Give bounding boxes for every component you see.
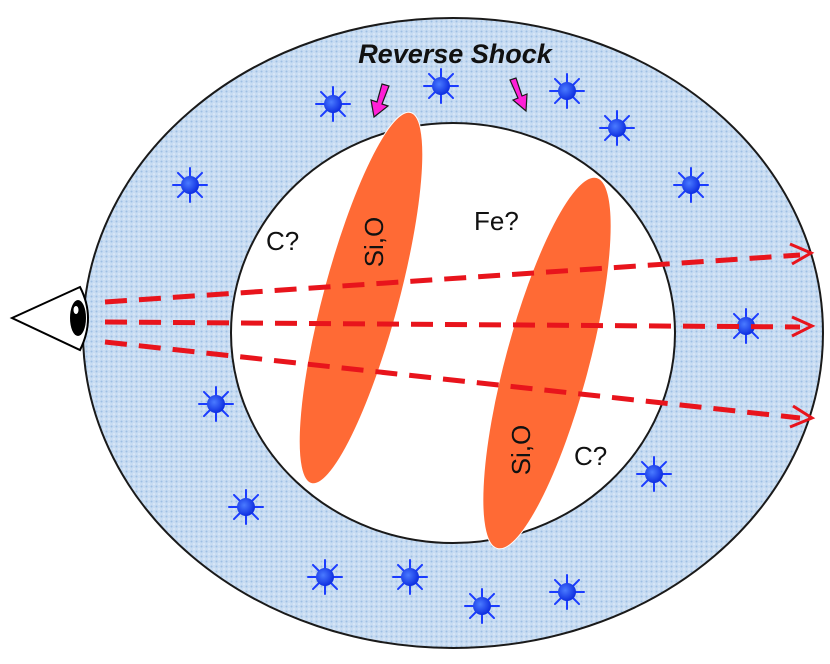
sightlines [104, 252, 801, 421]
star-icon [636, 456, 672, 492]
fe-label: Fe? [474, 206, 519, 236]
star-icon [599, 110, 635, 146]
star-icon [549, 73, 585, 109]
star-icon [172, 167, 208, 203]
sightline-lower [104, 339, 801, 421]
eye-icon [9, 285, 89, 352]
arrowhead-lower [789, 404, 816, 429]
star-icon [198, 386, 234, 422]
star-icon [728, 308, 764, 344]
sightline-arrowheads [789, 242, 816, 429]
c-label-right: C? [574, 441, 607, 471]
star-group [172, 68, 764, 624]
star-icon [307, 559, 343, 595]
c-label-left: C? [266, 226, 299, 256]
sightline-upper [104, 252, 801, 305]
arrow-left-icon [370, 83, 390, 119]
star-icon [315, 86, 351, 122]
reverse-shock-arrows [370, 77, 528, 119]
star-icon [228, 489, 264, 525]
arrowhead-upper [789, 242, 815, 266]
si-o-label-right: Si,O [506, 425, 536, 476]
star-icon [673, 167, 709, 203]
star-icon [423, 68, 459, 104]
arrow-right-icon [509, 77, 528, 113]
star-icon [392, 559, 428, 595]
star-icon [464, 588, 500, 624]
arrowhead-middle [791, 315, 816, 338]
si-o-label-left: Si,O [359, 217, 389, 268]
ejecta-clump-right [482, 176, 612, 550]
sightline-middle [104, 319, 801, 330]
shocked-shell [81, 17, 825, 649]
reverse-shock-label: Reverse Shock [358, 39, 554, 69]
star-icon [549, 574, 585, 610]
